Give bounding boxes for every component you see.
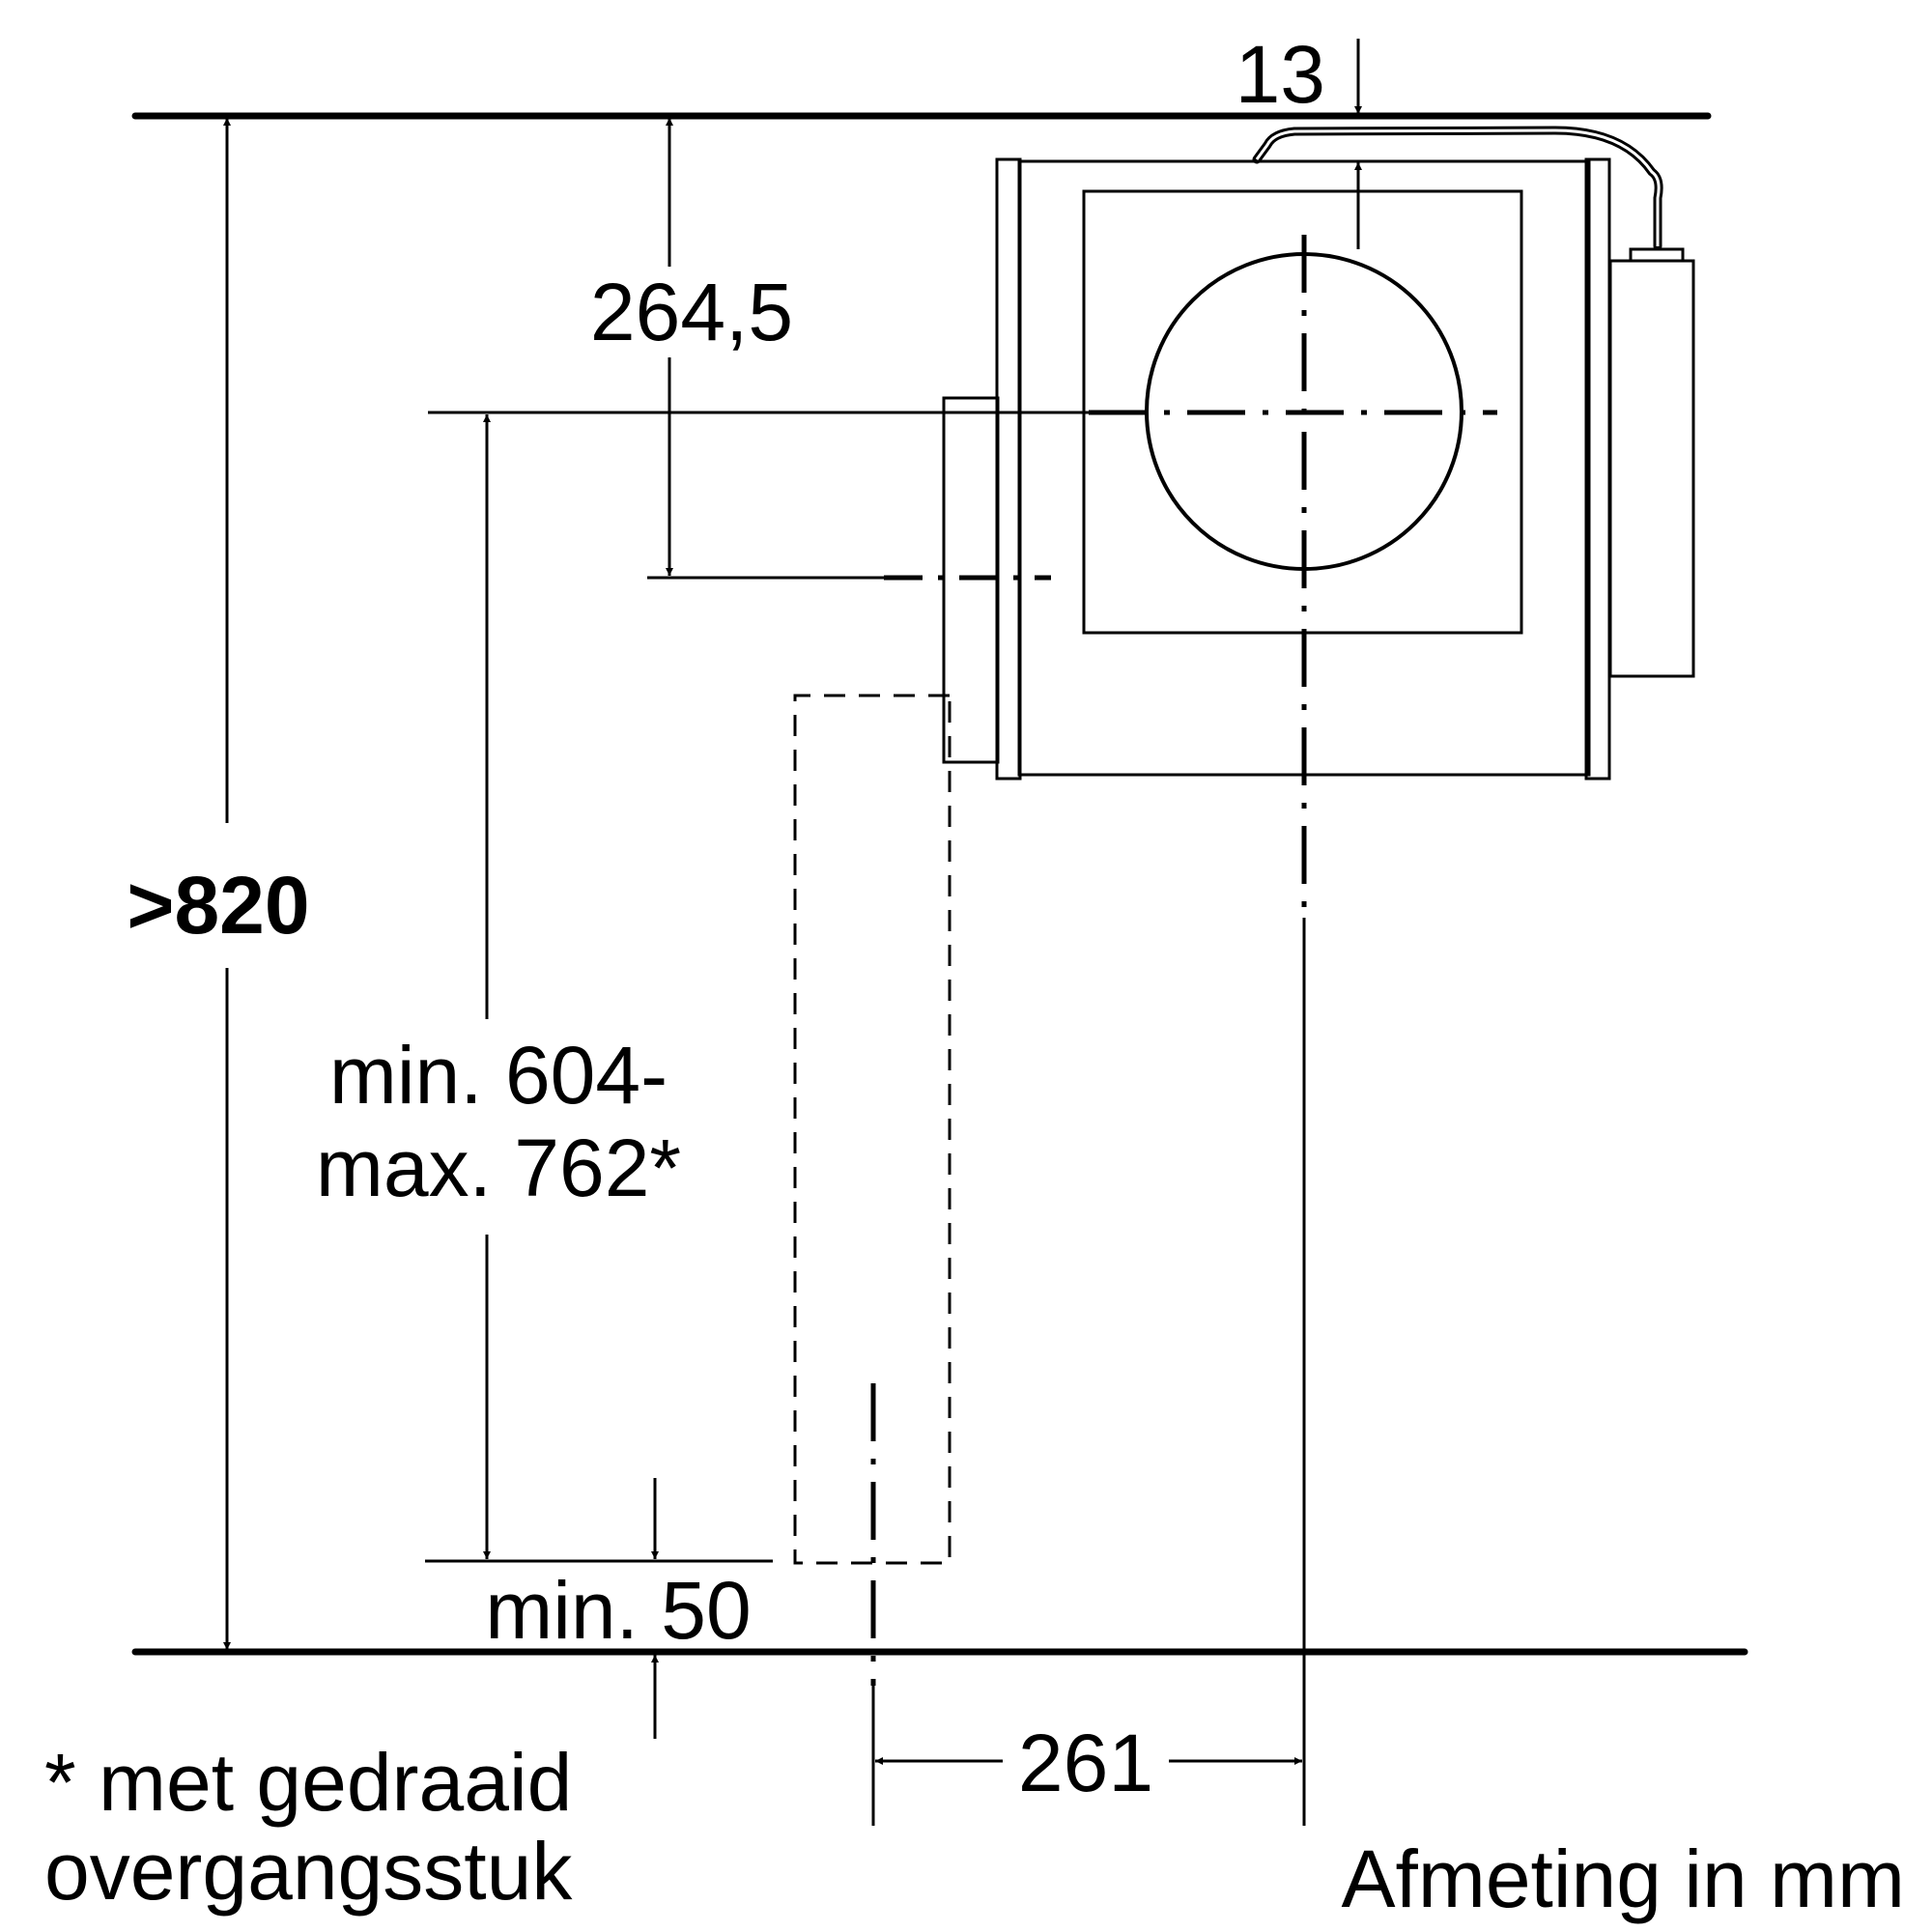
motor-left-flange (995, 157, 1022, 781)
power-cable-inner (1255, 128, 1661, 246)
duct-range-label-line1: min. 604- (329, 1030, 668, 1121)
connector-cap (1629, 247, 1685, 263)
top-gap-label: 13 (1236, 29, 1325, 120)
overall-height-label: >820 (127, 860, 309, 951)
power-cable (1252, 126, 1663, 251)
side-connector-box (1608, 259, 1695, 678)
rotated-transition-piece-outline (793, 694, 952, 1565)
center-distance-label: 261 (1018, 1718, 1153, 1808)
unit-label: Afmeting in mm (1342, 1833, 1906, 1924)
motor-unit (942, 126, 1695, 781)
footnote-line1: * met gedraaid (44, 1737, 572, 1828)
footnote-line2: overgangsstuk (44, 1826, 573, 1917)
duct-range-label-line2: max. 762* (316, 1122, 681, 1213)
axis-offset-label: 264,5 (590, 267, 793, 357)
clearance-label: min. 50 (485, 1565, 751, 1656)
